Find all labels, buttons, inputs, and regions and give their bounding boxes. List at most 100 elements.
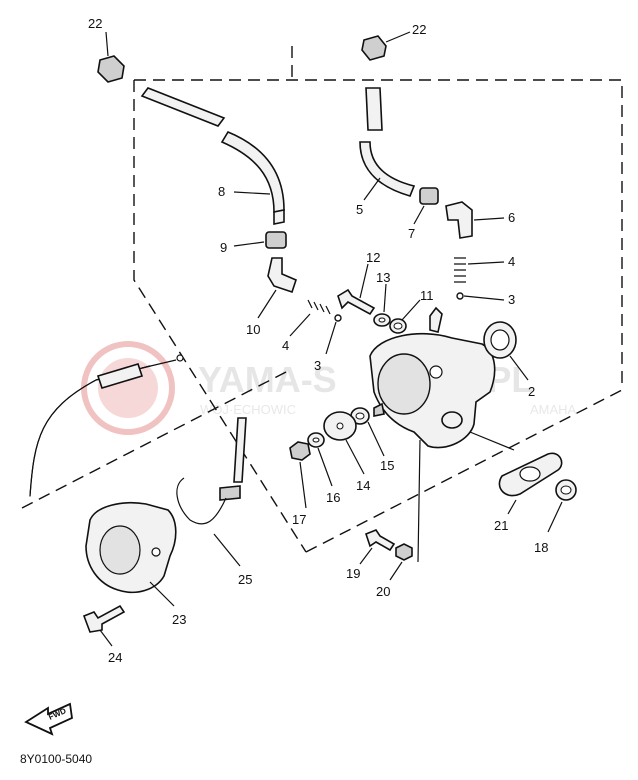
callout-4a: 4: [282, 338, 289, 353]
nut-body: [289, 441, 311, 461]
leader-25: [213, 533, 241, 567]
part-22-cap-left: 22: [88, 16, 125, 83]
leader-12: [359, 263, 369, 299]
callout-24: 24: [108, 650, 122, 665]
leader-18: [547, 501, 563, 533]
cable-housing-inner: [29, 365, 151, 497]
leader-6: [473, 217, 505, 221]
leader-body-21: [469, 431, 515, 451]
watermark-tagline-left: WÓJ·ECHOWIC: [200, 402, 296, 417]
part-20-nut: 20: [376, 543, 413, 599]
callout-25: 25: [238, 572, 252, 587]
leader-11: [401, 299, 421, 321]
boundary-top-right: [134, 79, 623, 390]
callout-17: 17: [292, 512, 306, 527]
leader-19: [359, 547, 373, 565]
leader-22a: [105, 31, 109, 57]
mount-boss: [441, 411, 463, 429]
leader-8: [233, 191, 271, 195]
hose-straight: [365, 87, 383, 131]
watermark-tagline-right: AMAHA: [530, 402, 577, 417]
callout-14: 14: [356, 478, 370, 493]
leader-9: [233, 241, 265, 247]
hose-segment-upper: [140, 87, 226, 127]
callout-8: 8: [218, 184, 225, 199]
leader-15: [367, 421, 385, 457]
leader-21: [507, 499, 517, 515]
callout-21: 21: [494, 518, 508, 533]
fwd-arrow-shape: [24, 702, 73, 736]
part-5-hose: 5: [356, 87, 416, 217]
cable-sleeve: [233, 417, 247, 483]
clamp-body: [419, 187, 439, 205]
cable-end: [176, 354, 184, 362]
leader-14: [345, 439, 365, 475]
pump-port: [429, 365, 443, 379]
part-3-ball-right: 3: [456, 292, 515, 307]
cable-wire: [176, 477, 227, 525]
bolt-body: [365, 529, 396, 552]
cable-wire: [141, 359, 177, 369]
leader-4b: [467, 261, 505, 265]
seal-inner: [490, 329, 510, 351]
callout-2: 2: [528, 384, 535, 399]
hose-bend: [359, 141, 416, 197]
callout-6: 6: [508, 210, 515, 225]
part-21-gasket: 21: [494, 452, 563, 533]
cap-body: [97, 55, 125, 83]
pump-shaft: [373, 402, 385, 417]
part-23-pump-cover: 23: [85, 501, 186, 627]
hose-end: [273, 209, 285, 225]
leader-3a: [325, 321, 337, 355]
callout-11: 11: [420, 288, 434, 303]
part-9-clamp: 9: [220, 231, 287, 255]
leader-22b: [385, 31, 411, 43]
leader-23: [149, 581, 175, 607]
washer-hole: [378, 317, 386, 323]
washer-hole: [560, 485, 572, 495]
part-10-elbow-fitting: 10: [246, 257, 297, 337]
part-17-nut: 17: [289, 441, 311, 527]
hose-segment-bend: [220, 130, 285, 213]
part-4-spring-right: 4: [454, 254, 515, 283]
fwd-arrow: FWD: [24, 702, 73, 736]
callout-5: 5: [356, 202, 363, 217]
leader-24: [99, 629, 113, 647]
part-6-elbow-fitting: 6: [445, 201, 515, 239]
oil-pump-body: [369, 306, 515, 563]
callout-22a: 22: [88, 16, 102, 31]
boundary-cable-split: [21, 371, 287, 509]
part-18-washer: 18: [534, 479, 577, 555]
part-8-hose: 8: [140, 87, 285, 225]
cable-adjuster: [96, 363, 144, 389]
washer-hole: [312, 437, 320, 443]
callout-9: 9: [220, 240, 227, 255]
part-16-washer: 16: [307, 432, 340, 505]
callout-19: 19: [346, 566, 360, 581]
gasket-hole: [519, 466, 541, 482]
cable-nut: [219, 485, 241, 501]
screw-body: [337, 288, 376, 316]
diagram-code: 8Y0100-5040: [20, 752, 92, 766]
part-4-spring-left: 4: [282, 299, 331, 353]
part-25-cable: 25: [176, 417, 252, 587]
leader-7: [413, 205, 425, 225]
ring-hole: [393, 322, 403, 330]
callout-15: 15: [380, 458, 394, 473]
leader-3b: [463, 295, 505, 301]
watermark-logo-ring: [81, 341, 175, 435]
leader-16: [317, 447, 333, 487]
nut-body: [395, 543, 413, 561]
plate-hole: [336, 422, 344, 430]
part-12-screw: 12: [337, 250, 380, 316]
elbow-body: [267, 257, 297, 294]
watermark: YAMA-S P.PL WÓJ·ECHOWIC AMAHA: [81, 341, 577, 435]
part-13-washer: 13: [373, 270, 391, 327]
pump-cable: [29, 354, 184, 497]
callout-22b: 22: [412, 22, 426, 37]
spring-coils: [307, 299, 331, 315]
elbow-body: [445, 201, 473, 239]
part-24-screw: 24: [82, 604, 126, 665]
watermark-brand: YAMA-S: [198, 359, 337, 400]
